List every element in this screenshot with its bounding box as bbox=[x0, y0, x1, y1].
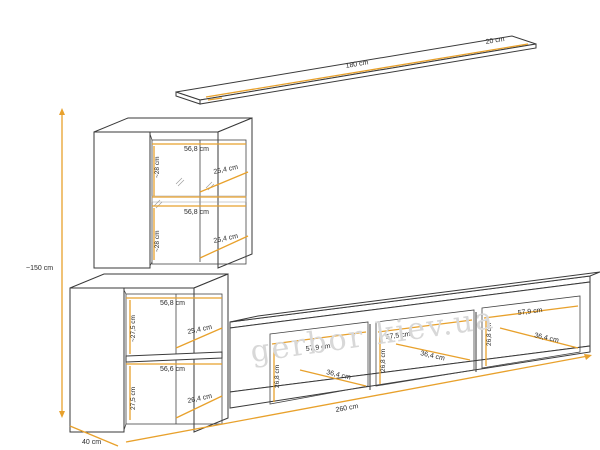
tv2-height-label: 26,8 cm bbox=[380, 349, 387, 372]
upper-top-height-label: ~28 cm bbox=[154, 157, 161, 179]
wall-shelf: 180 cm 20 cm bbox=[175, 35, 537, 105]
glass-shelf-marks bbox=[153, 177, 215, 209]
shelf-length-line bbox=[205, 43, 529, 98]
shelf-length-label: 180 cm bbox=[345, 59, 369, 70]
tv3-height-label: 26,8 cm bbox=[486, 323, 493, 346]
overall-dimensions: ~150 cm 40 cm 260 cm bbox=[26, 108, 592, 447]
tv-unit: 57,9 cm 26,8 cm 36,4 cm 57,5 cm 26,8 cm … bbox=[229, 271, 600, 409]
tv-width-line bbox=[125, 355, 589, 443]
tv3-width-label: 57,9 cm bbox=[517, 307, 543, 317]
depth-label: 40 cm bbox=[82, 439, 101, 446]
upper-bottom-height-label: ~28 cm bbox=[154, 231, 161, 253]
total-height-label: ~150 cm bbox=[26, 265, 53, 272]
tv1-width-label: 57,9 cm bbox=[305, 343, 331, 353]
tv-width-label: 260 cm bbox=[335, 403, 359, 414]
tv2-width-label: 57,5 cm bbox=[385, 331, 411, 341]
lower-top-width-label: 56,8 cm bbox=[160, 300, 185, 307]
lower-cabinet: 56,8 cm ~27,5 cm 25,4 cm 56,6 cm 27,5 cm… bbox=[69, 273, 229, 433]
upper-top-width-label: 56,8 cm bbox=[184, 146, 209, 153]
upper-bottom-width-label: 56,8 cm bbox=[184, 209, 209, 216]
lower-bottom-width-label: 56,6 cm bbox=[160, 366, 185, 373]
tv1-height-label: 26,8 cm bbox=[274, 365, 281, 388]
upper-cabinet: 56,8 cm ~28 cm 25,4 cm 56,8 cm ~28 cm 26… bbox=[93, 117, 253, 269]
lower-top-height-label: ~27,5 cm bbox=[130, 315, 137, 342]
depth-line bbox=[69, 425, 119, 447]
lower-bottom-height-label: 27,5 cm bbox=[130, 387, 137, 410]
shelf-depth-label: 20 cm bbox=[485, 36, 505, 46]
